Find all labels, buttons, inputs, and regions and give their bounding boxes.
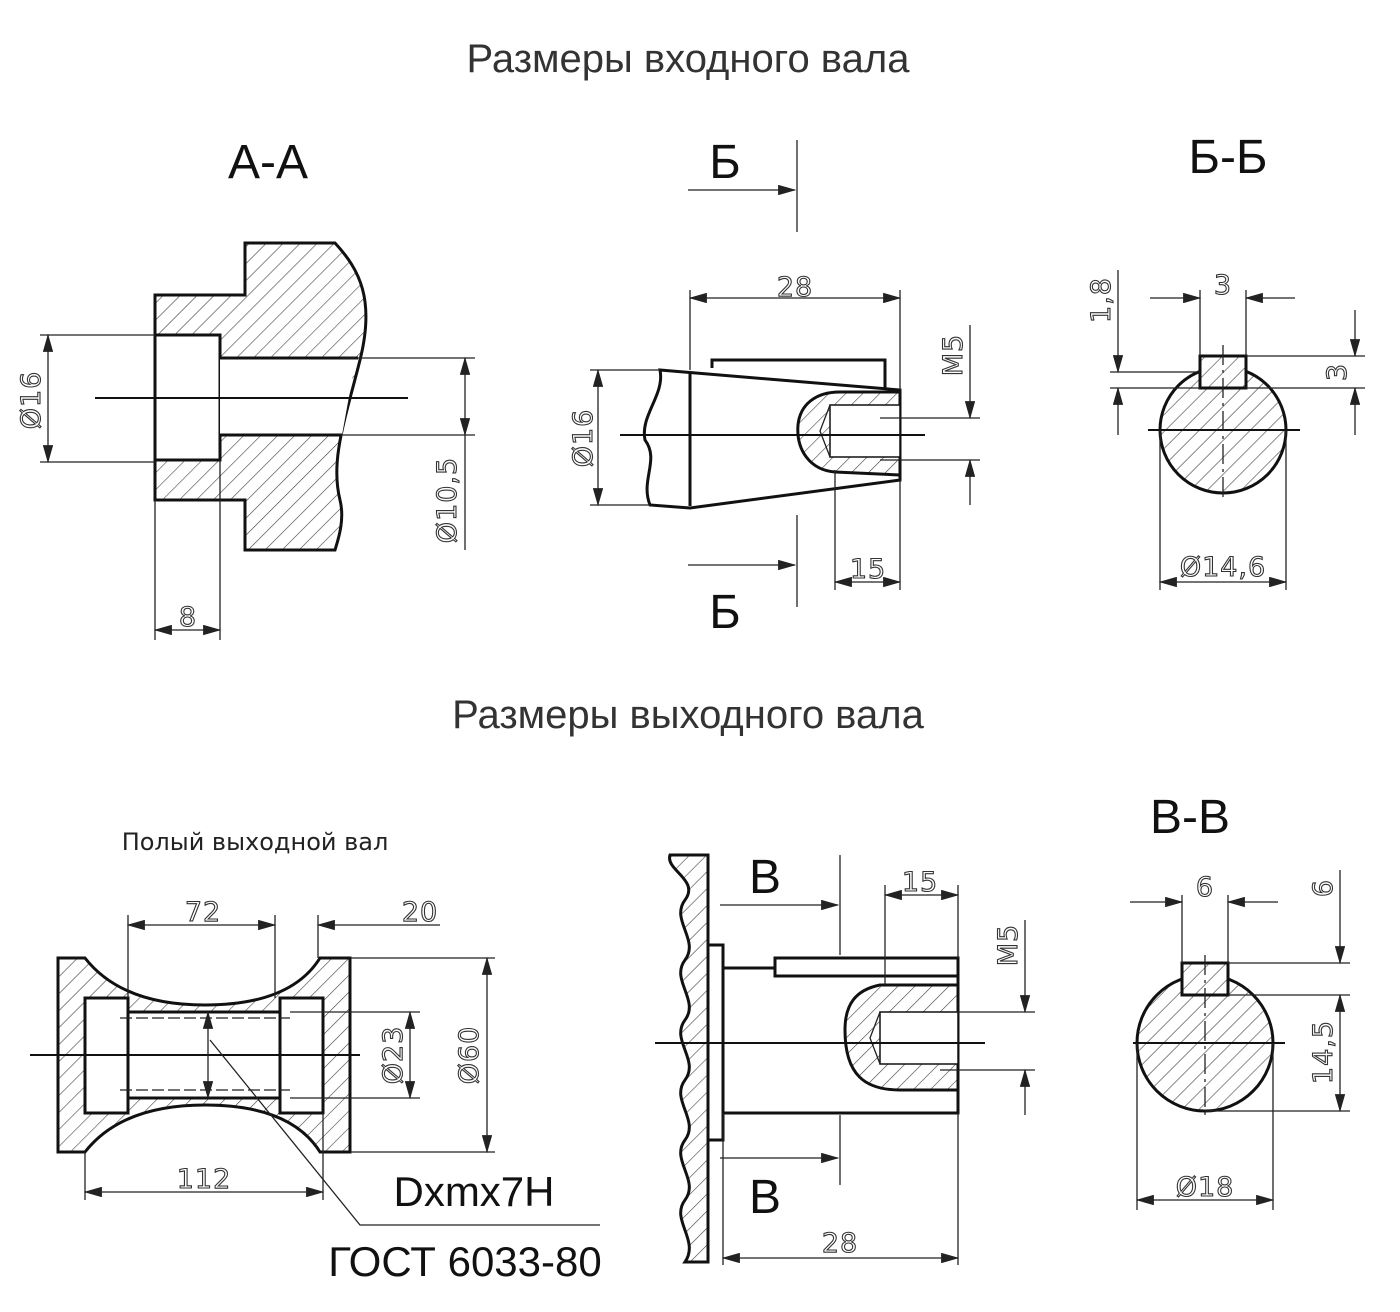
dim-h-d60: Ø60 [454, 1026, 485, 1085]
dim-vv-14-5: 14,5 [1308, 1020, 1339, 1084]
section-bb-view: Б-Б 3 1,8 3 Ø14,6 [1085, 131, 1365, 590]
dim-b-d16: Ø16 [568, 409, 599, 468]
dim-bb-d14-6: Ø14,6 [1180, 552, 1266, 583]
section-bb-label: Б-Б [1189, 131, 1268, 184]
section-b-bottom-label: Б [709, 586, 741, 639]
standard-label: ГОСТ 6033-80 [328, 1238, 601, 1285]
section-b-top-label: Б [709, 136, 741, 189]
dim-b-28: 28 [777, 272, 813, 303]
dim-v-28: 28 [822, 1228, 858, 1259]
output-shaft-title: Размеры выходного вала [452, 693, 924, 737]
dim-v-15: 15 [902, 867, 938, 898]
dim-b-m5: M5 [938, 334, 969, 376]
dim-vv-6-side: 6 [1308, 879, 1339, 897]
dim-vv-6-top: 6 [1196, 872, 1214, 903]
dim-h-20: 20 [402, 897, 438, 928]
section-vv-view: В-В 6 6 14,5 Ø18 [1130, 791, 1350, 1210]
section-aa-label: А-А [228, 136, 308, 189]
input-shaft-end-view: Б Б 28 M5 Ø16 15 [567, 136, 980, 639]
section-aa-view: А-А Ø16 Ø10,5 8 [15, 136, 475, 640]
input-shaft-title: Размеры входного вала [467, 37, 911, 81]
dim-vv-d18: Ø18 [1176, 1172, 1235, 1203]
dim-v-m5: M5 [993, 924, 1024, 966]
hollow-shaft-label: Полый выходной вал [122, 828, 389, 856]
dim-bb-1-8: 1,8 [1086, 277, 1117, 323]
dim-aa-d10-5: Ø10,5 [432, 457, 463, 543]
hollow-output-shaft-view: Полый выходной вал 72 20 Ø23 Ø60 112 Dxm… [30, 828, 602, 1285]
section-v-bottom-label: В [749, 1171, 781, 1224]
section-vv-label: В-В [1150, 791, 1230, 844]
spline-spec-label: Dxmx7H [393, 1168, 554, 1215]
dim-bb-3-side: 3 [1322, 363, 1353, 381]
dim-h-d23: Ø23 [378, 1026, 409, 1085]
dim-b-15: 15 [850, 554, 886, 585]
dim-h-72: 72 [185, 897, 221, 928]
dim-aa-8: 8 [179, 602, 197, 633]
dim-h-112: 112 [177, 1164, 232, 1195]
dim-aa-d16: Ø16 [16, 371, 47, 430]
dim-bb-3-top: 3 [1214, 270, 1232, 301]
output-shaft-end-view: В В 15 M5 28 [655, 851, 1035, 1265]
section-v-top-label: В [749, 851, 781, 904]
